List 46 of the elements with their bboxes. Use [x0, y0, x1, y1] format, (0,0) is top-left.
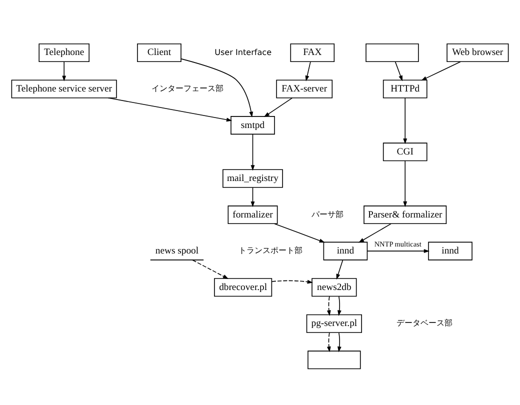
- node-box: innd: [323, 242, 368, 260]
- node-box: Parser& formalizer: [364, 206, 447, 224]
- arrow: [62, 62, 66, 82]
- node-box: dbrecover.pl: [214, 278, 272, 297]
- arrow: [421, 61, 461, 81]
- node-box: news2db: [312, 278, 357, 297]
- arrow: [250, 134, 255, 171]
- arrow: [403, 160, 408, 208]
- node-box: FAX-server: [276, 80, 333, 98]
- arrow: [108, 98, 232, 122]
- node-box: mail_registry: [222, 169, 283, 188]
- arrow: [305, 62, 311, 82]
- label: トランスポート部: [238, 246, 302, 256]
- arrow: [337, 296, 342, 316]
- node-box: HTTPd: [382, 80, 428, 98]
- arrow: [326, 296, 331, 316]
- node-box: CGI: [382, 142, 428, 162]
- arrow: [358, 223, 392, 243]
- node-box: smtpd: [230, 116, 275, 135]
- node-box: Client: [137, 43, 182, 62]
- arrow: [326, 332, 331, 352]
- arrow: [367, 249, 430, 254]
- node-box: FAX: [290, 43, 335, 62]
- label: パーサ部: [312, 210, 344, 219]
- arrow: [337, 332, 342, 352]
- arrow: [271, 280, 313, 284]
- node-box: pg-server.pl: [306, 314, 362, 333]
- arrow: [274, 223, 325, 243]
- node-box: [308, 350, 361, 370]
- arrow: [264, 98, 293, 118]
- arrow: [192, 260, 229, 279]
- node-box: [366, 43, 419, 62]
- arrow: [403, 98, 408, 144]
- arrow: [336, 260, 344, 280]
- node-box: innd: [428, 242, 472, 260]
- node-box: Web browser: [446, 43, 509, 62]
- node-box: formalizer: [228, 206, 278, 224]
- node-text: news spool: [155, 246, 199, 257]
- arrow: [250, 187, 255, 208]
- label: インターフェース部: [151, 84, 224, 94]
- label: データベース部: [396, 318, 452, 328]
- label: User Interface: [214, 48, 272, 57]
- arrow: [394, 62, 403, 82]
- arrow: [180, 58, 254, 118]
- node-box: Telephone: [38, 43, 90, 62]
- node-box: Telephone service server: [11, 80, 117, 98]
